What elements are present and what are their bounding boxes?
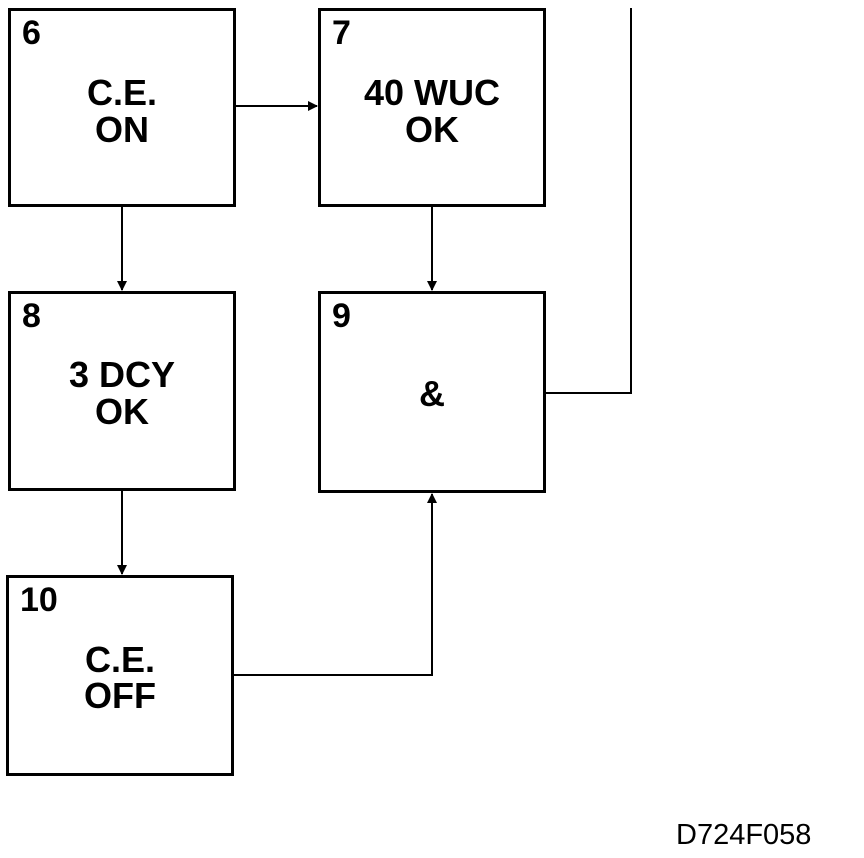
box-6-number: 6 — [22, 14, 41, 52]
box-9-number: 9 — [332, 297, 351, 335]
arrow-10-to-9 — [234, 493, 437, 676]
box-6: 6 C.E. ON — [8, 8, 236, 207]
box-7: 7 40 WUC OK — [318, 8, 546, 207]
box-7-label-line1: 40 WUC — [363, 72, 501, 113]
box-9-label: & — [419, 373, 445, 414]
output-line-9 — [546, 8, 632, 394]
box-8-number: 8 — [22, 297, 41, 335]
box-8-label-line1: 3 DCY — [68, 354, 176, 395]
box-9: 9 & — [318, 291, 546, 493]
box-7-label-line2: OK — [405, 109, 459, 150]
figure-id: D724F058 — [676, 819, 812, 851]
box-7-number: 7 — [332, 14, 351, 52]
box-6-label-line1: C.E. — [86, 72, 157, 113]
box-10-label-line1: C.E. — [84, 639, 155, 680]
box-10-label-line2: OFF — [84, 675, 156, 716]
box-8-label-line2: OK — [95, 391, 149, 432]
box-10-number: 10 — [20, 581, 58, 619]
box-6-label-line2: ON — [95, 109, 149, 150]
box-10: 10 C.E. OFF — [6, 575, 234, 776]
box-8: 8 3 DCY OK — [8, 291, 236, 491]
